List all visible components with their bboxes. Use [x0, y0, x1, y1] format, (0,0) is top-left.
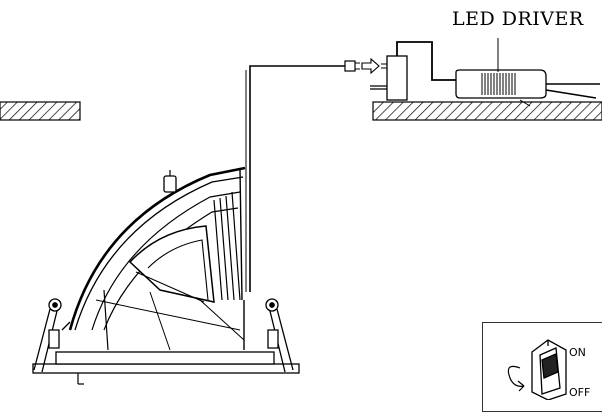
driver-wire	[396, 41, 456, 81]
led-driver	[455, 69, 600, 107]
switch-off-label: OFF	[569, 386, 591, 399]
rocker-switch	[531, 339, 567, 400]
ceiling-left	[0, 101, 81, 121]
downlight-fixture	[68, 166, 246, 351]
downlight-installation-diagram	[0, 38, 602, 400]
ceiling-right	[372, 101, 602, 121]
fixture-wire	[249, 65, 345, 292]
connect-arrow-icon	[361, 57, 380, 75]
spring-clip-left	[33, 298, 71, 373]
led-driver-label: LED DRIVER	[452, 8, 584, 30]
switch-on-label: ON	[569, 346, 586, 359]
spring-clip-right	[265, 298, 294, 373]
trim-ring	[32, 351, 300, 385]
plug-connector	[344, 60, 360, 72]
rotate-arrow-icon	[507, 365, 525, 392]
